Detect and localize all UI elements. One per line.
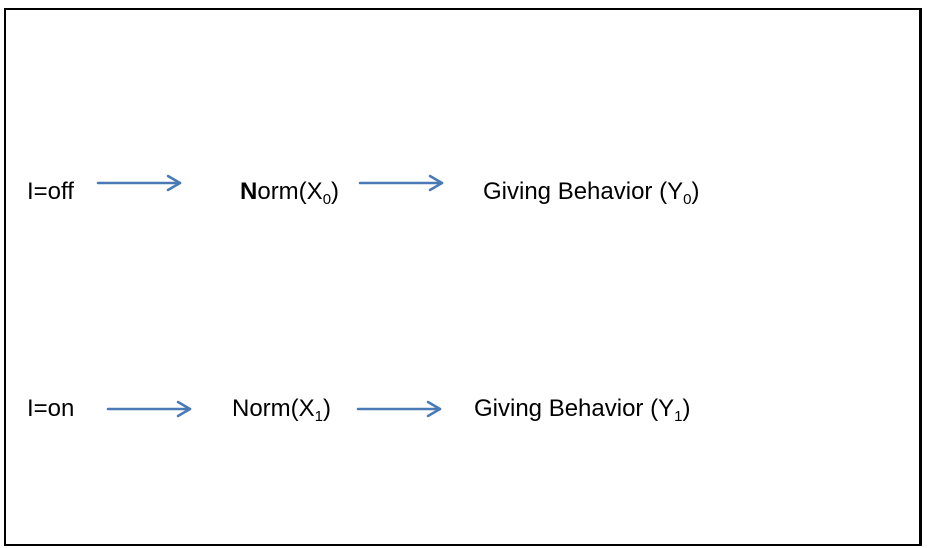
norm-bold-initial: N — [240, 178, 258, 205]
row2-outcome-label: Giving Behavior (Y1) — [474, 395, 691, 425]
arrow-right-icon — [356, 400, 442, 418]
row1-input-label: I=off — [27, 178, 74, 205]
diagram-frame — [4, 8, 922, 546]
arrow-right-icon — [358, 174, 444, 192]
row1-outcome-label: Giving Behavior (Y0) — [483, 178, 700, 208]
row1-norm-label: Norm(X0) — [240, 178, 340, 208]
arrow-right-icon — [96, 174, 182, 192]
row2-norm-label: Norm(X1) — [232, 395, 332, 425]
arrow-right-icon — [106, 400, 192, 418]
row2-input-label: I=on — [27, 395, 75, 422]
